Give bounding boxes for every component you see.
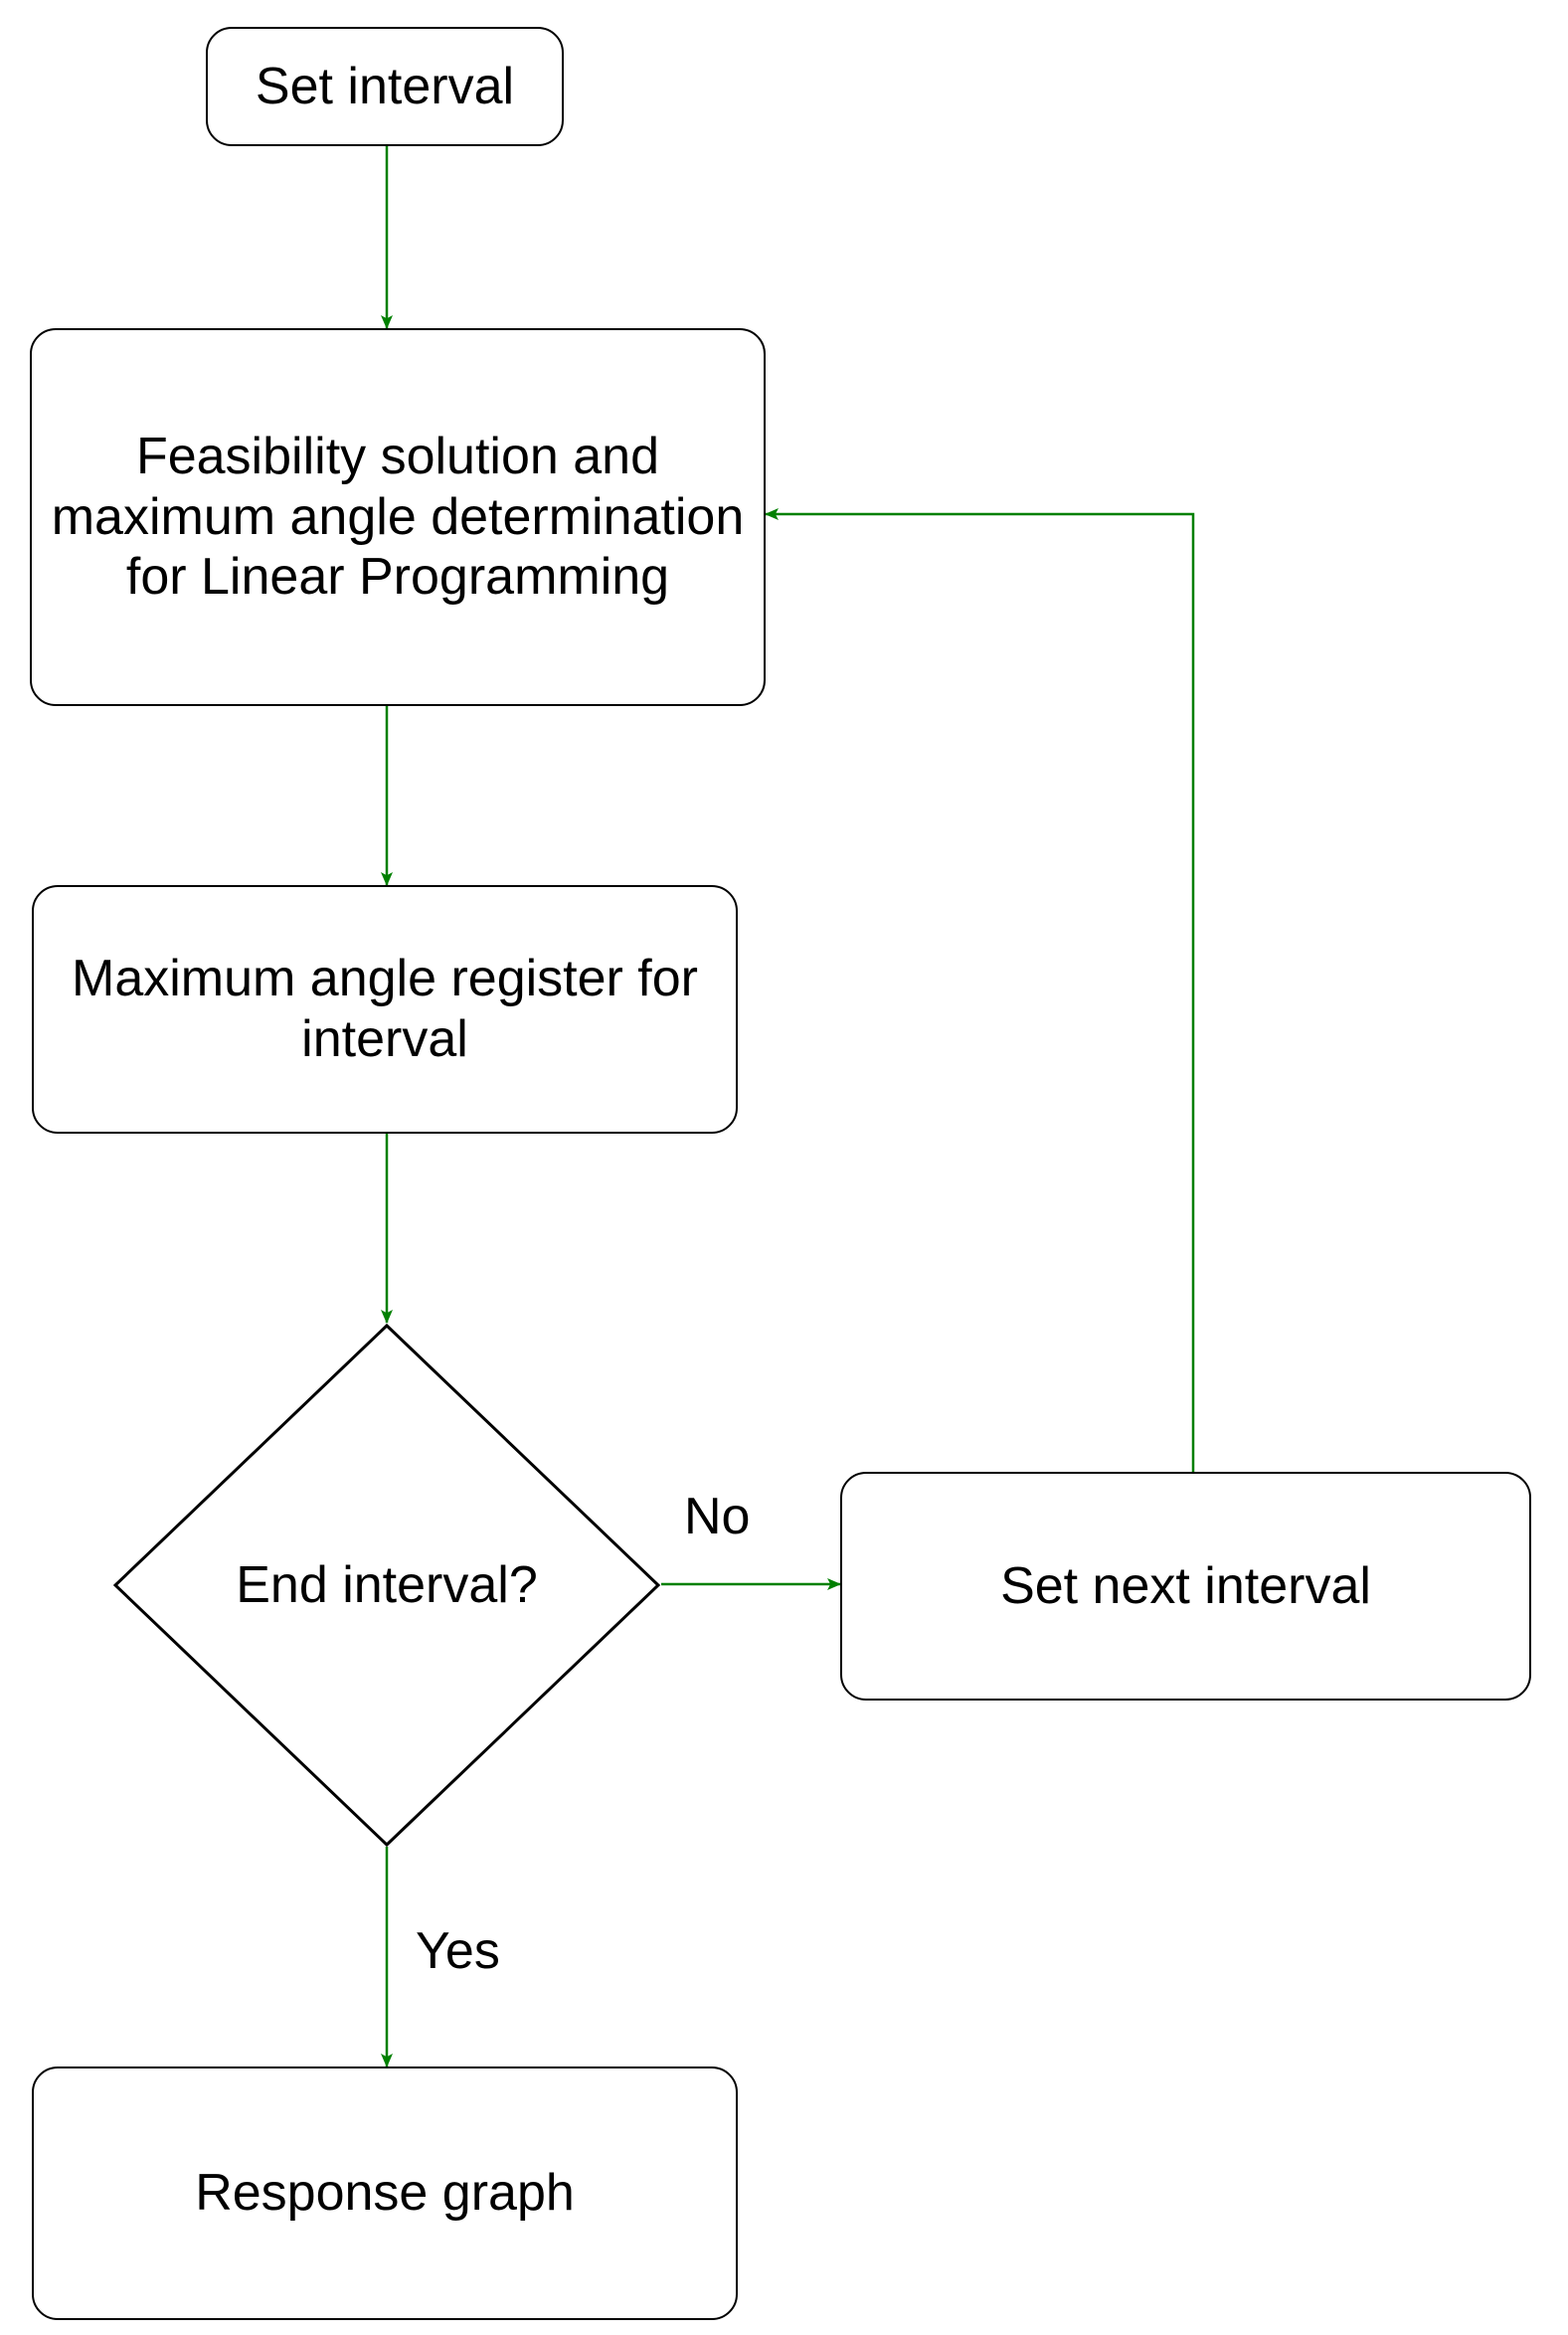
decision-diamond-shape [112,1323,661,1848]
node-end-interval-decision[interactable]: End interval? [112,1323,661,1848]
node-maximum-angle-register[interactable]: Maximum angle register for interval [32,885,738,1134]
edge-label-yes-text: Yes [416,1922,500,1980]
node-maximum-angle-register-label: Maximum angle register for interval [72,950,698,1068]
node-feasibility-solution[interactable]: Feasibility solution and maximum angle d… [30,328,766,706]
node-end-interval-decision-label: End interval? [236,1556,538,1614]
node-set-next-interval[interactable]: Set next interval [840,1472,1531,1701]
node-set-next-interval-label: Set next interval [1000,1556,1371,1615]
edge-label-no: No [684,1487,750,1546]
node-set-interval[interactable]: Set interval [206,27,564,146]
node-response-graph-label: Response graph [195,2164,575,2223]
edge-label-yes: Yes [416,1921,500,1981]
node-set-interval-label: Set interval [255,57,515,115]
node-feasibility-solution-label: Feasibility solution and maximum angle d… [51,427,745,607]
edge-set-next-interval-feedback-to-feasibility [765,508,1195,1482]
node-response-graph[interactable]: Response graph [32,2066,738,2320]
edge-label-no-text: No [684,1488,751,1545]
